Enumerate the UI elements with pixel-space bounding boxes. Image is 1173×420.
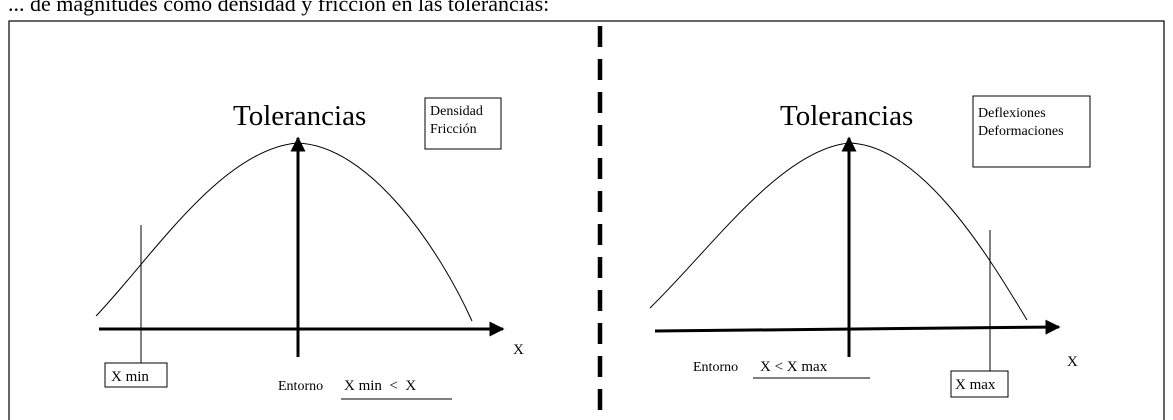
left-property-line-2: Fricción bbox=[430, 122, 477, 137]
right-title: Tolerancias bbox=[780, 100, 913, 132]
left-panel: Tolerancias Densidad Fricción X X min En… bbox=[95, 97, 524, 400]
right-limit-box bbox=[950, 370, 1009, 398]
right-panel: Tolerancias Deflexiones Deformaciones X … bbox=[649, 95, 1091, 398]
left-limit-box bbox=[104, 362, 168, 388]
left-entorno-expression: X min < X bbox=[344, 378, 416, 394]
left-title: Tolerancias bbox=[233, 100, 366, 132]
right-property-box bbox=[972, 95, 1091, 168]
left-entorno-label: Entorno bbox=[278, 379, 323, 394]
right-x-axis-label: X bbox=[1067, 354, 1078, 370]
right-property-line-2: Deformaciones bbox=[978, 124, 1064, 139]
diagram-frame bbox=[8, 20, 1165, 420]
right-x-axis bbox=[654, 319, 1061, 335]
left-property-box bbox=[424, 97, 502, 150]
left-distribution-curve bbox=[95, 142, 473, 322]
right-property-line-1: Deflexiones bbox=[978, 106, 1046, 121]
right-entorno-label: Entorno bbox=[693, 360, 738, 375]
right-limit-label: X max bbox=[955, 377, 996, 393]
left-limit-label: X min bbox=[111, 369, 149, 385]
right-distribution-curve bbox=[649, 142, 1028, 321]
right-entorno-expression: X < X max bbox=[760, 359, 828, 375]
header-text: ... de magnitudes como densidad y fricci… bbox=[8, 0, 549, 16]
left-property-line-1: Densidad bbox=[430, 104, 483, 119]
left-x-axis-label: X bbox=[513, 342, 524, 358]
